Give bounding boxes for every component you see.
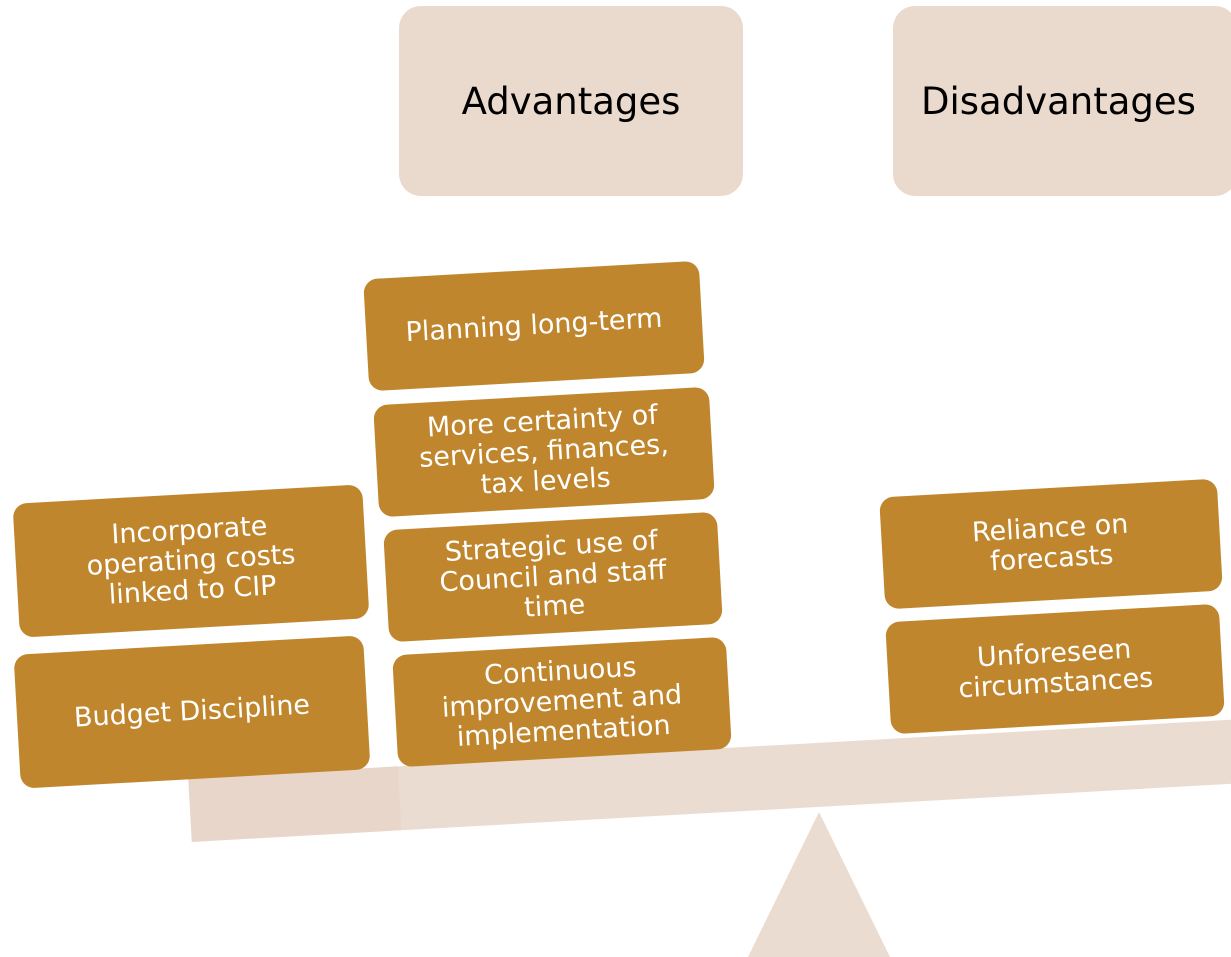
disadvantages-header-label: Disadvantages (921, 79, 1196, 123)
advantage-label: Incorporate operating costs linked to CI… (85, 510, 297, 611)
advantage-certainty-box: More certainty of services, finances, ta… (373, 386, 715, 518)
advantage-continuous-box: Continuous improvement and implementatio… (392, 636, 732, 768)
disadvantage-forecasts-box: Reliance on forecasts (879, 478, 1223, 610)
advantage-label: Planning long-term (404, 302, 664, 349)
disadvantage-label: Unforeseen circumstances (957, 633, 1154, 705)
advantage-operating-box: Incorporate operating costs linked to CI… (12, 484, 370, 638)
advantage-strategic-box: Strategic use of Council and staff time (383, 511, 723, 643)
advantage-budget-box: Budget Discipline (13, 635, 371, 789)
advantage-label: Continuous improvement and implementatio… (441, 651, 683, 754)
advantage-label: More certainty of services, finances, ta… (418, 399, 670, 501)
advantage-label: Budget Discipline (73, 689, 311, 734)
disadvantage-unforeseen-box: Unforeseen circumstances (885, 603, 1225, 735)
advantage-label: Strategic use of Council and staff time (438, 524, 668, 624)
advantage-planning-box: Planning long-term (363, 260, 705, 392)
advantages-header: Advantages (399, 6, 743, 196)
disadvantages-header: Disadvantages (893, 6, 1231, 196)
advantages-header-label: Advantages (461, 79, 681, 123)
disadvantage-label: Reliance on forecasts (971, 508, 1130, 578)
